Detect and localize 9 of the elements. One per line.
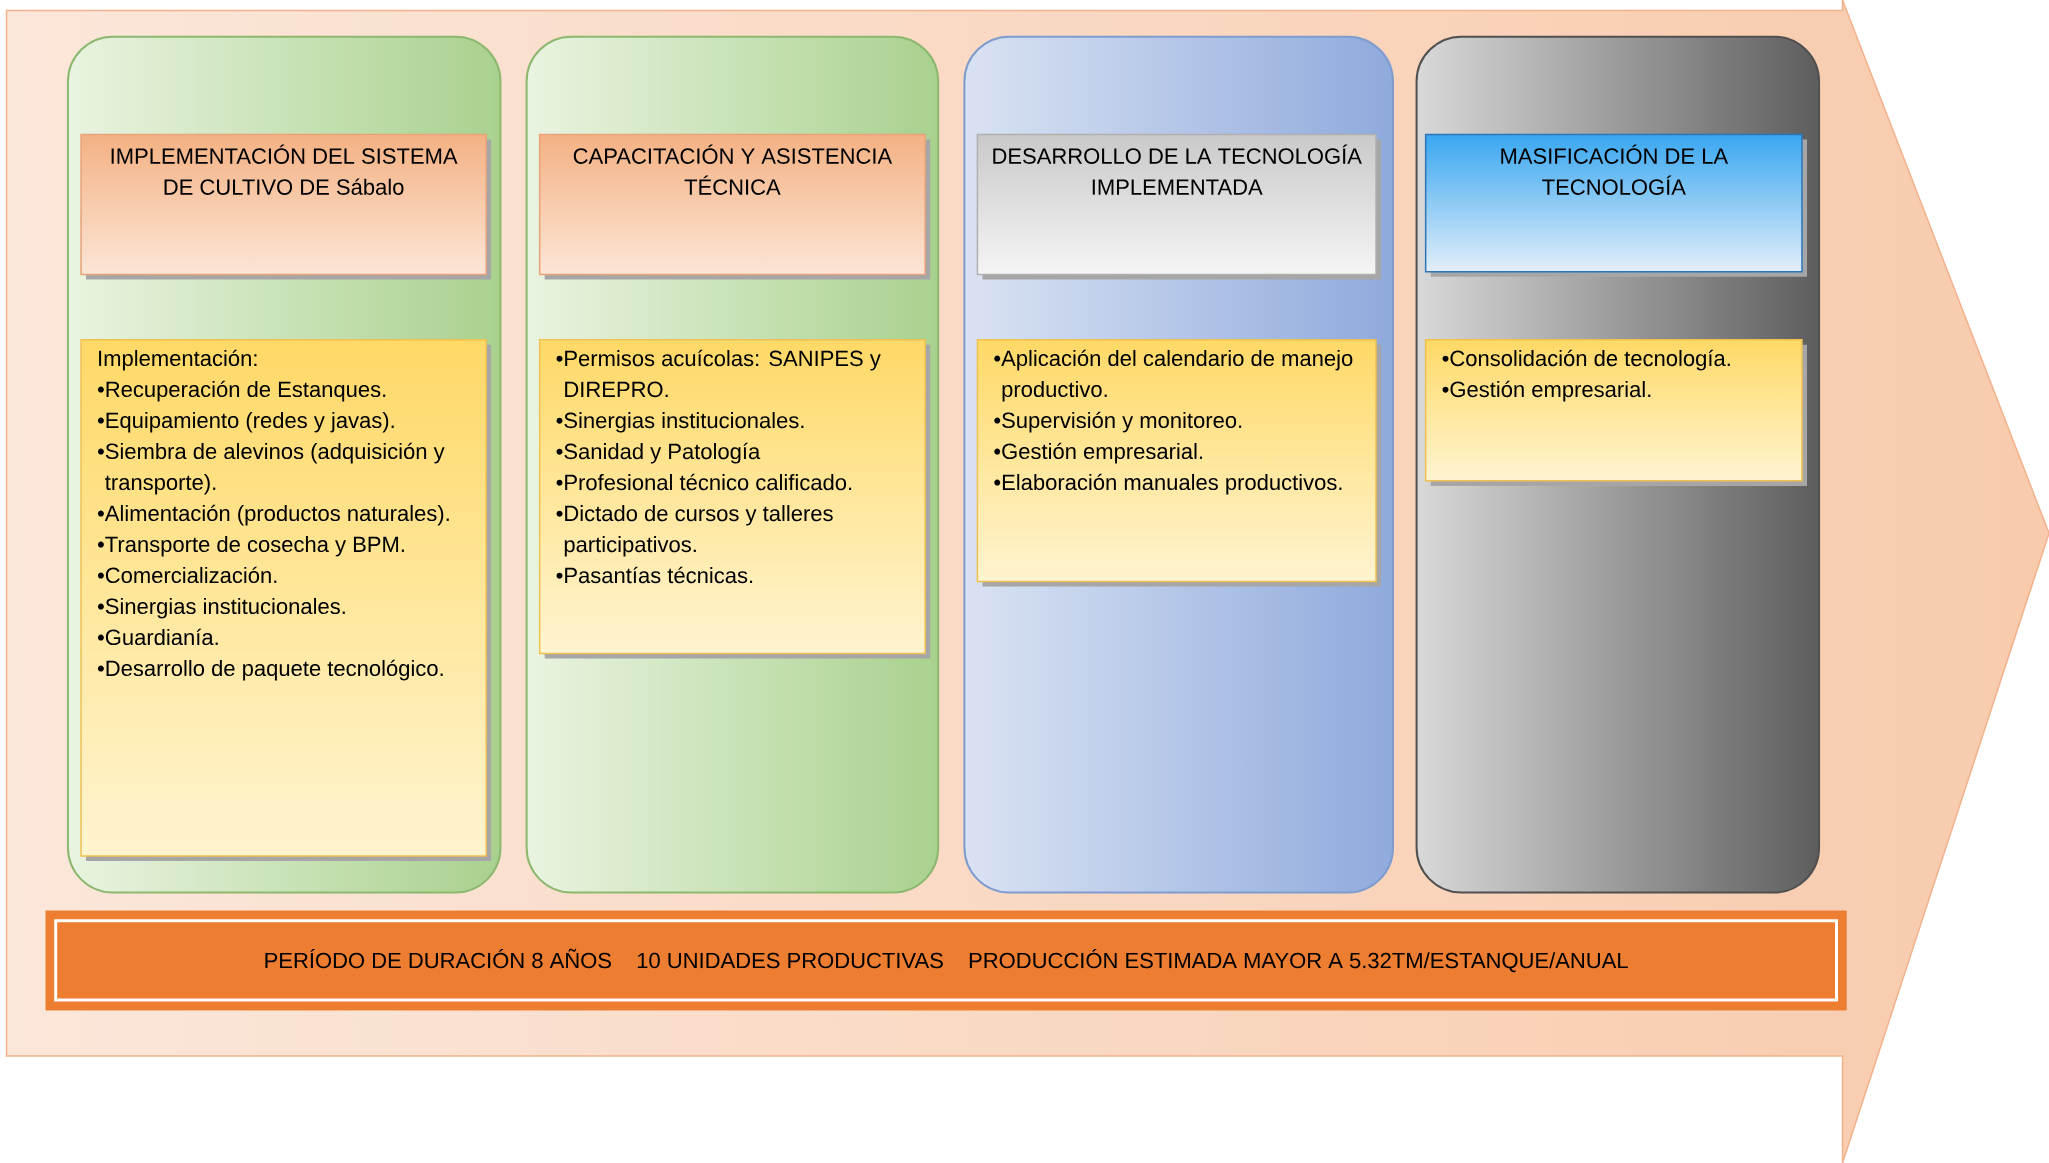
- header-box: DESARROLLO DE LA TECNOLOGÍA IMPLEMENTADA: [976, 133, 1381, 280]
- info-band: PERÍODO DE DURACIÓN 8 AÑOS 10 UNIDADES PRODUCTIVAS PRODUCCIÓN ESTIMADA MAYOR A 5.32TM/ESTANQUE/ANUAL: [45, 910, 1847, 1011]
- header-box: CAPACITACIÓN Y ASISTENCIA TÉCNICA: [538, 133, 931, 280]
- bullet-list-box: •Permisos acuícolas: SANIPES y DIREPRO. •Sinergias institucionales. •Sanidad y Patología •Profesional técnico calificado. •Dictado de cursos y talleres participativos. •Pasantías técnicas.: [538, 339, 931, 659]
- bullet-list-box: Implementación: •Recuperación de Estanques. •Equipamiento (redes y javas). •Siembra de alevinos (adquisición y transporte). •Alimentación (productos naturales). •Transporte de cosecha y BPM. •Comercialización. •Sinergias institucionales. •Guardianía. •Desarrollo de paquete tecnológico.: [80, 338, 492, 861]
- bullet-list-box: •Consolidación de tecnología. •Gestión empresarial.: [1424, 339, 1807, 486]
- bullet-list-box: •Aplicación del calendario de manejo productivo. •Supervisión y monitoreo. •Gestión empresarial. •Elaboración manuales productivos.: [976, 338, 1381, 587]
- header-box: IMPLEMENTACIÓN DEL SISTEMA DE CULTIVO DE Sábalo: [80, 133, 492, 280]
- header-box: MASIFICACIÓN DE LA TECNOLOGÍA: [1424, 133, 1807, 277]
